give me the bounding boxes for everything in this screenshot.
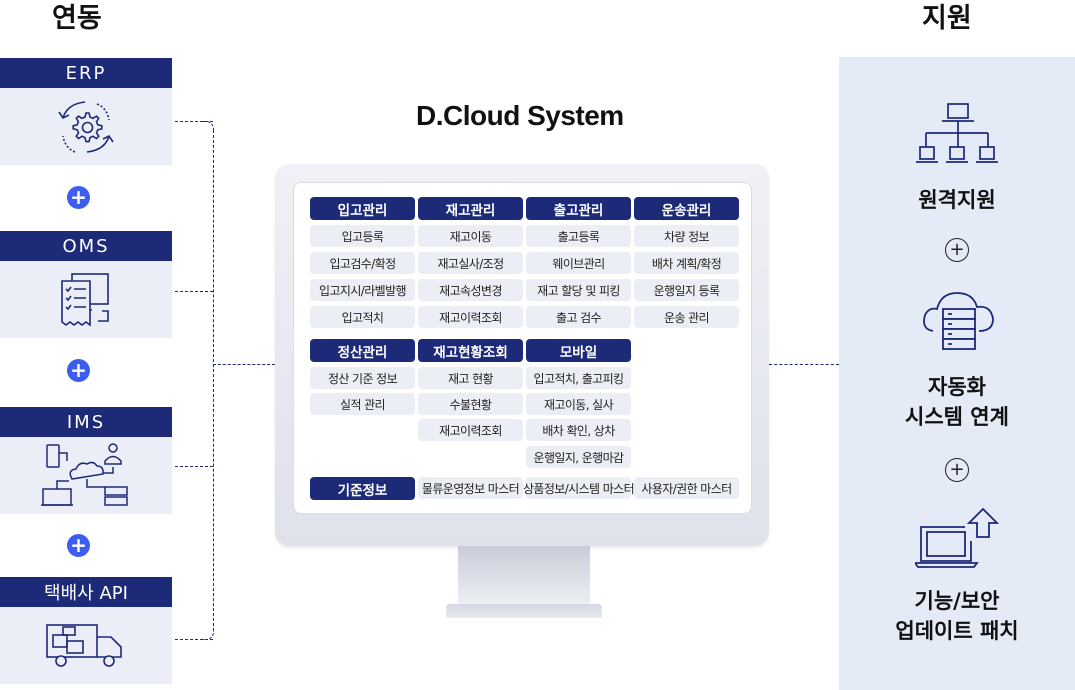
module-item: 재고실사/조정 bbox=[418, 252, 523, 274]
module-item: 운송 관리 bbox=[634, 306, 739, 328]
support-label: 기능/보안 bbox=[914, 589, 1000, 613]
integration-oms: OMS bbox=[0, 231, 172, 338]
module-header: 재고관리 bbox=[418, 197, 523, 220]
module-item: 재고이력조회 bbox=[418, 419, 523, 441]
checklist-document-icon bbox=[0, 261, 172, 338]
integration-title: ERP bbox=[0, 58, 172, 88]
module-item: 상품정보/시스템 마스터 bbox=[523, 477, 635, 499]
module-header: 기준정보 bbox=[310, 477, 415, 500]
module-item: 입고검수/확정 bbox=[310, 252, 415, 274]
module-item: 차량 정보 bbox=[634, 225, 739, 247]
support-label: 업데이트 패치 bbox=[895, 619, 1019, 643]
module-header: 입고관리 bbox=[310, 197, 415, 220]
connector-line bbox=[769, 364, 839, 365]
module-item: 입고적치 bbox=[310, 306, 415, 328]
module-header: 정산관리 bbox=[310, 339, 415, 362]
module-item: 물류운영정보 마스터 bbox=[418, 477, 523, 499]
integration-courier-api: 택배사 API bbox=[0, 577, 172, 684]
support-heading: 지원 bbox=[922, 3, 972, 34]
module-item: 운행일지 등록 bbox=[634, 279, 739, 301]
module-item: 재고이력조회 bbox=[418, 306, 523, 328]
module-item: 입고적치, 출고피킹 bbox=[526, 367, 631, 389]
network-hierarchy-icon bbox=[916, 102, 998, 172]
system-title: D.Cloud System bbox=[416, 100, 624, 131]
connector-line bbox=[213, 364, 275, 365]
module-item: 수불현황 bbox=[418, 393, 523, 415]
integration-title: 택배사 API bbox=[0, 577, 172, 607]
monitor-stand bbox=[458, 546, 590, 606]
laptop-upload-icon bbox=[913, 507, 1001, 575]
integration-title: OMS bbox=[0, 231, 172, 261]
module-item: 배차 확인, 상차 bbox=[526, 419, 631, 441]
integration-title: IMS bbox=[0, 407, 172, 437]
module-item: 배차 계획/확정 bbox=[634, 252, 739, 274]
module-item: 재고 현황 bbox=[418, 367, 523, 389]
connector-corner bbox=[203, 121, 214, 131]
plus-icon: + bbox=[945, 458, 969, 482]
plus-icon: + bbox=[67, 359, 90, 382]
module-header: 출고관리 bbox=[526, 197, 631, 220]
module-item: 재고 할당 및 피킹 bbox=[526, 279, 631, 301]
module-header: 모바일 bbox=[526, 339, 631, 362]
connector-line bbox=[175, 291, 213, 292]
integration-erp: ERP bbox=[0, 58, 172, 165]
support-label: 자동화 bbox=[928, 375, 986, 399]
connector-line bbox=[175, 121, 213, 122]
module-item: 재고속성변경 bbox=[418, 279, 523, 301]
gear-cycle-icon bbox=[0, 88, 172, 165]
module-item: 운행일지, 운행마감 bbox=[526, 446, 631, 468]
monitor-base bbox=[446, 604, 602, 618]
module-item: 입고등록 bbox=[310, 225, 415, 247]
support-label: 시스템 연계 bbox=[905, 405, 1009, 429]
module-item: 실적 관리 bbox=[310, 393, 415, 415]
module-item: 출고 검수 bbox=[526, 306, 631, 328]
connector-line bbox=[175, 466, 213, 467]
plus-icon: + bbox=[945, 238, 969, 262]
cloud-network-icon bbox=[0, 437, 172, 514]
module-item: 웨이브관리 bbox=[526, 252, 631, 274]
support-label: 원격지원 bbox=[918, 188, 996, 212]
plus-icon: + bbox=[67, 186, 90, 209]
module-item: 입고지시/라벨발행 bbox=[310, 279, 415, 301]
cloud-server-icon bbox=[921, 287, 997, 357]
module-item: 출고등록 bbox=[526, 225, 631, 247]
connector-line bbox=[175, 639, 213, 640]
module-item: 정산 기준 정보 bbox=[310, 367, 415, 389]
module-item: 사용자/권한 마스터 bbox=[634, 477, 739, 499]
connector-line bbox=[213, 130, 214, 631]
integration-ims: IMS bbox=[0, 407, 172, 514]
module-item: 재고이동 bbox=[418, 225, 523, 247]
integration-heading: 연동 bbox=[52, 3, 102, 34]
module-header: 재고현황조회 bbox=[418, 339, 523, 362]
plus-icon: + bbox=[67, 534, 90, 557]
module-item: 재고이동, 실사 bbox=[526, 393, 631, 415]
delivery-truck-icon bbox=[0, 607, 172, 684]
module-header: 운송관리 bbox=[634, 197, 739, 220]
